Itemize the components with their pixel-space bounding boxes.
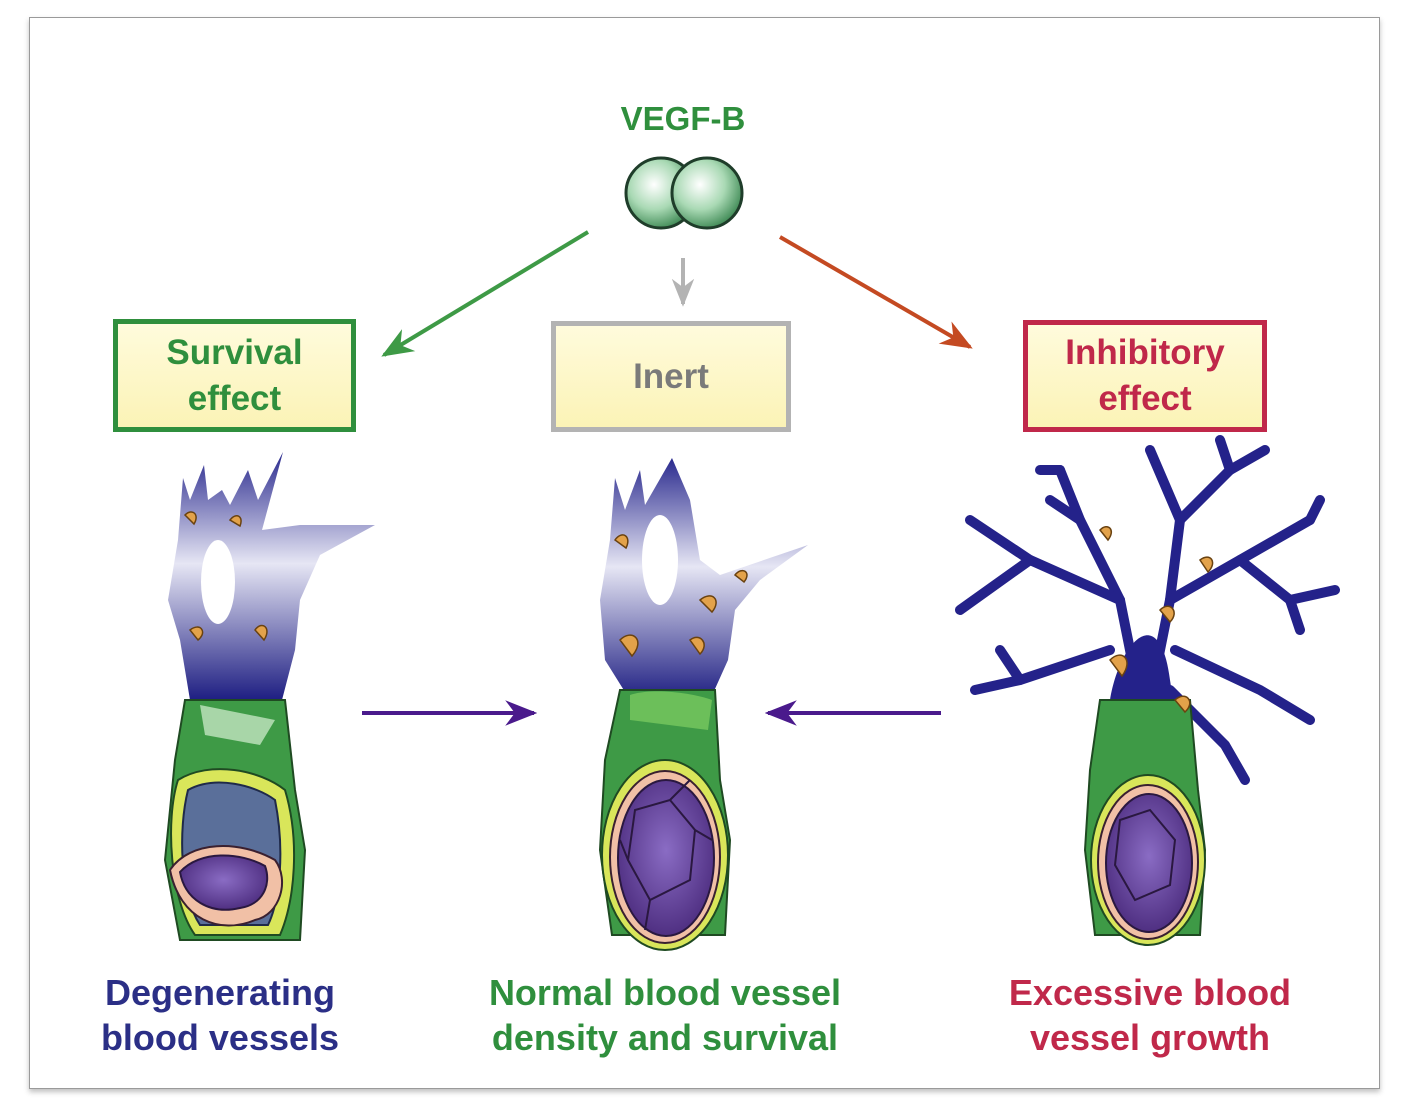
survival-effect-label: Survival effect — [166, 332, 303, 418]
inhibitory-effect-label: Inhibitory effect — [1065, 333, 1225, 418]
inert-box: Inert — [551, 321, 791, 432]
survival-effect-box: Survival effect — [113, 319, 356, 432]
degenerating-vessel-illustration — [163, 452, 375, 941]
degenerating-label: Degenerating blood vessels — [100, 972, 340, 1058]
arrow-to-inhibitory — [778, 235, 973, 349]
excessive-vessel-illustration — [955, 435, 1340, 946]
inhibitory-effect-box: Inhibitory effect — [1023, 320, 1267, 432]
normal-label: Normal blood vessel density and survival — [488, 972, 842, 1058]
excessive-label: Excessive blood vessel growth — [1008, 972, 1292, 1058]
normal-vessel-illustration — [598, 458, 808, 951]
arrow-to-survival — [381, 230, 590, 357]
vegf-b-label: VEGF-B — [620, 100, 746, 137]
vegf-b-dimer-icon — [624, 156, 744, 230]
inert-label: Inert — [633, 356, 709, 396]
